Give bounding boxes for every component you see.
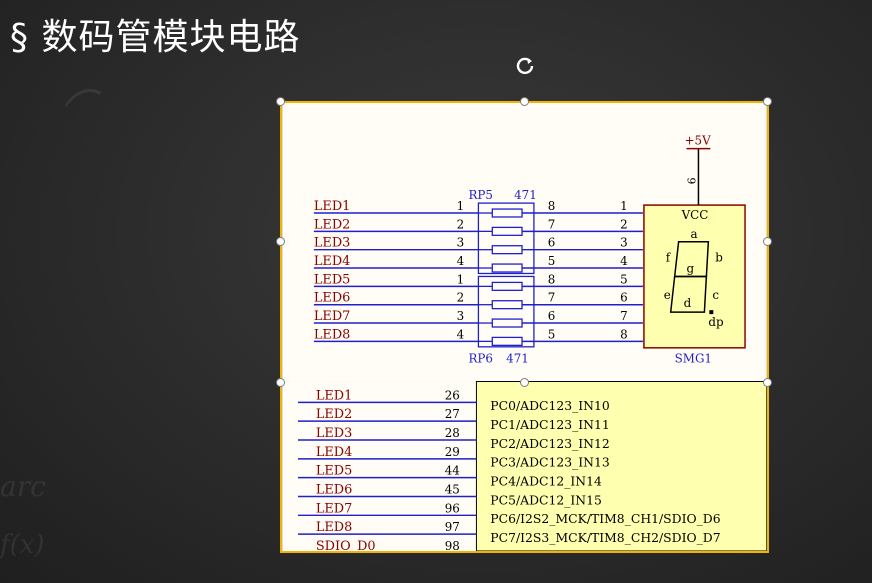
net-label: LED7 [314, 309, 350, 324]
rp6-value: 471 [506, 352, 529, 366]
mcu-pin-function: PC4/ADC12_IN14 [490, 475, 602, 489]
mcu-pin-function: PC1/ADC123_IN11 [490, 418, 609, 432]
chalk-scribble: ⌒ [54, 84, 109, 142]
net-label: LED5 [314, 272, 350, 287]
vcc-label: VCC [681, 208, 709, 222]
net-label: LED1 [314, 199, 350, 214]
mcu-pin-number: 29 [445, 445, 460, 459]
mcu-pin-function: PC6/I2S2_MCK/TIM8_CH1/SDIO_D6 [490, 512, 720, 526]
mcu-pin-function: PC2/ADC123_IN12 [490, 437, 609, 451]
mcu-net-label: LED6 [316, 483, 352, 498]
pin-number: 2 [457, 291, 465, 305]
decimal-point [709, 310, 714, 315]
mcu-pin-number: 96 [445, 501, 460, 515]
pin-number: 4 [620, 254, 628, 268]
net-label: LED6 [314, 291, 350, 306]
pin-number: 1 [457, 199, 465, 213]
schematic-image[interactable]: LED1181aLED2272bLED3363cLED4454dLED5185e… [280, 101, 769, 553]
resize-handle-middle-right[interactable] [763, 237, 772, 246]
mcu-pin-number: 97 [445, 520, 460, 534]
rp6-package [477, 275, 535, 348]
pin-number: 5 [548, 254, 556, 268]
digit-lower [669, 275, 708, 313]
segment-a-label: a [691, 227, 698, 241]
mcu-net-label: LED7 [316, 501, 352, 516]
mcu-pin-number: 44 [445, 464, 460, 478]
mcu-net-label: LED8 [316, 520, 352, 535]
pin-number: 1 [457, 272, 465, 286]
segment-d-label: d [684, 296, 692, 310]
pin-number: 6 [620, 291, 628, 305]
pin-number: 4 [457, 254, 465, 268]
mcu-pin-number: 27 [445, 407, 460, 421]
pin-number: 4 [457, 327, 465, 341]
segment-g-label: g [687, 261, 695, 275]
resize-handle-middle-left[interactable] [276, 237, 285, 246]
net-label: LED4 [314, 254, 350, 269]
mcu-body [475, 381, 767, 551]
mcu-net-label: LED5 [316, 464, 352, 479]
segment-f-label: f [666, 251, 672, 265]
power-label: +5V [685, 134, 712, 148]
pin-number: 3 [457, 309, 465, 323]
slide-title: § 数码管模块电路 [10, 17, 301, 58]
resize-handle-top-right[interactable] [763, 97, 772, 106]
pin-number: 7 [620, 309, 628, 323]
crop-handle-left[interactable] [276, 378, 285, 387]
mcu-pin-function: PC5/ADC12_IN15 [490, 493, 602, 507]
vcc-pin-number: 9 [685, 177, 698, 184]
mcu-pin-function: PC3/ADC123_IN13 [490, 456, 609, 470]
pin-number: 6 [548, 309, 556, 323]
crop-handle-right[interactable] [763, 378, 772, 387]
segment-b-label: b [715, 251, 723, 265]
pin-number: 3 [457, 236, 465, 250]
pin-number: 8 [548, 272, 556, 286]
mcu-net-label: LED4 [316, 445, 352, 460]
chalk-scribble: arc [0, 470, 46, 503]
pin-number: 7 [548, 291, 556, 305]
rp6-name: RP6 [469, 352, 494, 366]
rotate-handle-icon[interactable] [514, 55, 536, 77]
rp5-name: RP5 [469, 188, 494, 202]
pin-number: 7 [548, 217, 556, 231]
segment-e-label: e [664, 288, 671, 302]
pin-number: 8 [548, 199, 556, 213]
segment-c-label: c [712, 288, 719, 302]
resize-handle-top-left[interactable] [276, 97, 285, 106]
pin-number: 6 [548, 236, 556, 250]
pin-number: 2 [457, 217, 465, 231]
mcu-net-label: LED3 [316, 426, 352, 441]
smg-body [643, 204, 746, 349]
pin-number: 5 [620, 272, 628, 286]
mcu-net-label: LED1 [316, 388, 352, 403]
pin-number: 1 [620, 199, 628, 213]
smg-name: SMG1 [675, 352, 712, 366]
pin-number: 3 [620, 236, 628, 250]
net-label: LED8 [314, 327, 350, 342]
mcu-net-label: LED2 [316, 407, 352, 422]
mcu-net-label: SDIO_D0 [316, 539, 376, 553]
rp5-value: 471 [514, 188, 537, 202]
mcu-pin-number: 98 [445, 539, 460, 553]
chalk-scribble: f(x) [0, 530, 45, 560]
mcu-pin-number: 26 [445, 388, 460, 402]
rp5-package [477, 202, 535, 275]
net-label: LED2 [314, 217, 350, 232]
pin-number: 2 [620, 217, 628, 231]
pin-number: 8 [620, 327, 628, 341]
pin-number: 5 [548, 327, 556, 341]
net-label: LED3 [314, 236, 350, 251]
crop-handle-middle[interactable] [520, 378, 529, 387]
mcu-pin-function: PC0/ADC123_IN10 [490, 399, 610, 413]
mcu-pin-number: 45 [445, 483, 460, 497]
mcu-pin-number: 28 [445, 426, 460, 440]
segment-dp-label: dp [708, 315, 723, 329]
resize-handle-top-middle[interactable] [520, 97, 529, 106]
mcu-pin-function: PC7/I2S3_MCK/TIM8_CH2/SDIO_D7 [490, 531, 720, 545]
